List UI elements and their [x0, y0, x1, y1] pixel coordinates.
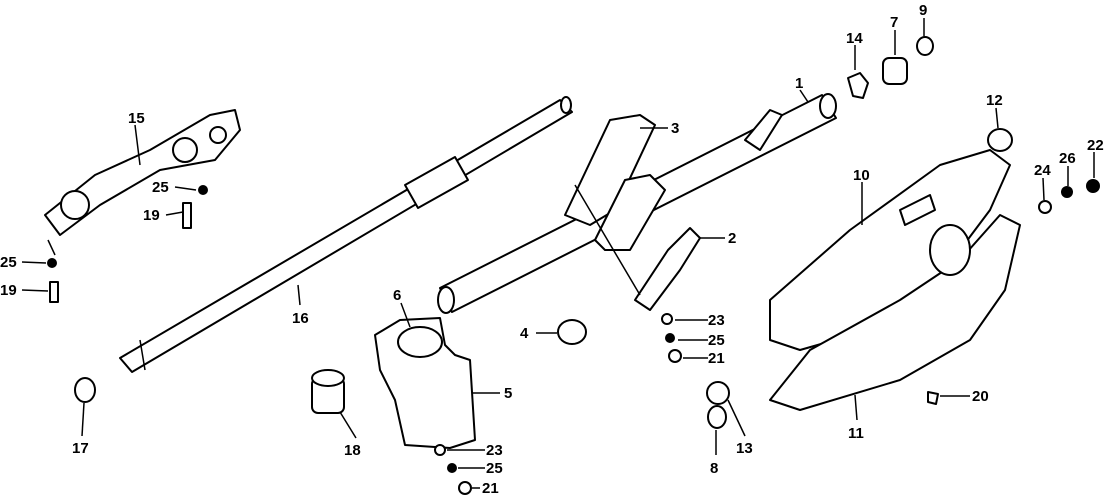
callout-12: 12 [986, 92, 1003, 109]
part-4-ring [557, 319, 587, 345]
callout-3: 3 [671, 120, 679, 137]
callout-17: 17 [72, 440, 89, 457]
part-12-bushing [987, 128, 1013, 152]
part-16-lower-shaft [119, 96, 573, 373]
part-10-upper-cover [769, 149, 1011, 351]
callout-19-lower: 19 [0, 282, 17, 299]
part-14-clip [847, 72, 869, 99]
part-23-washer-2 [434, 444, 446, 456]
callout-6: 6 [393, 287, 401, 304]
callout-21-upper: 21 [708, 350, 725, 367]
part-20-screw [927, 391, 939, 405]
callout-20: 20 [972, 388, 989, 405]
part-25-washer-4 [447, 463, 457, 473]
callout-21-lower: 21 [482, 480, 499, 497]
callout-10: 10 [853, 167, 870, 184]
part-19-bolt-2 [49, 281, 59, 303]
part-21-nut [668, 349, 682, 363]
part-26-washer [1061, 186, 1073, 198]
part-25-washer [198, 185, 208, 195]
part-2-bracket [634, 227, 701, 311]
callout-25-left: 25 [0, 254, 17, 271]
callout-18: 18 [344, 442, 361, 459]
part-9-washer [916, 36, 934, 56]
callout-24: 24 [1034, 162, 1051, 179]
callout-9: 9 [919, 2, 927, 19]
callout-11: 11 [848, 425, 864, 442]
part-23-washer [661, 313, 673, 325]
callout-8: 8 [710, 460, 718, 477]
part-17-washer [74, 377, 96, 403]
part-8-washer [707, 405, 727, 429]
part-bracket-lower [594, 174, 666, 251]
part-5-6-housing [374, 317, 476, 449]
leader-lines [21, 18, 1095, 489]
part-15-universal-joint [44, 109, 241, 256]
callout-1: 1 [795, 75, 803, 92]
part-21-nut-2 [458, 481, 472, 495]
callout-25-bracket: 25 [708, 332, 725, 349]
callout-15: 15 [128, 110, 145, 127]
callout-4: 4 [520, 325, 529, 342]
callout-14: 14 [846, 30, 863, 47]
callout-25-joint: 25 [152, 179, 169, 196]
part-13-nut [706, 381, 730, 405]
callout-7: 7 [890, 14, 898, 31]
part-25-washer-2 [47, 258, 57, 268]
part-11-lower-cover [769, 214, 1021, 411]
callout-26: 26 [1059, 150, 1076, 167]
callout-25-housing: 25 [486, 460, 503, 477]
callout-23-lower: 23 [486, 442, 503, 459]
part-18-switch [311, 369, 345, 414]
callout-5: 5 [504, 385, 512, 402]
callout-13: 13 [736, 440, 753, 457]
part-22-nut [1086, 179, 1100, 193]
part-7-bearing [882, 57, 908, 85]
part-3-bracket [564, 114, 656, 226]
callout-2: 2 [728, 230, 736, 247]
part-25-washer-3 [665, 333, 675, 343]
callout-16: 16 [292, 310, 309, 327]
callout-22: 22 [1087, 137, 1104, 154]
part-24-washer [1038, 200, 1052, 214]
part-19-bolt [182, 202, 192, 229]
callout-19-upper: 19 [143, 207, 160, 224]
callout-23-upper: 23 [708, 312, 725, 329]
